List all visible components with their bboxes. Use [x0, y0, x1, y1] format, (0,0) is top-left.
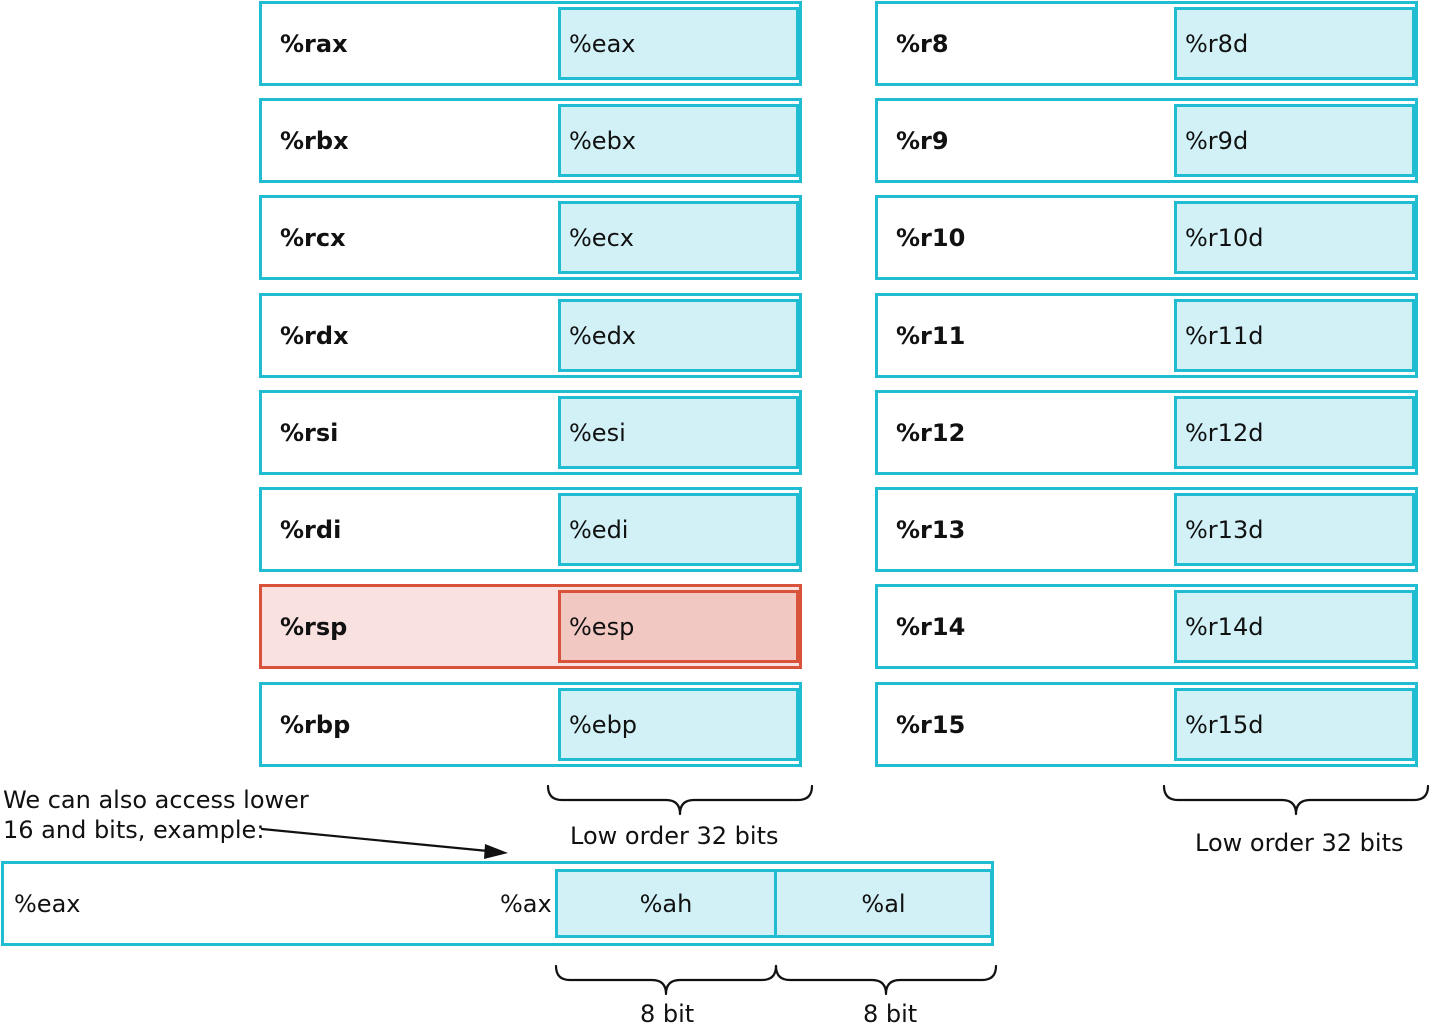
- register-name: %r14: [896, 612, 966, 641]
- register-rdx: %rdx %edx: [259, 293, 802, 378]
- register-r8: %r8 %r8d: [875, 1, 1418, 86]
- register-name: %rbx: [280, 126, 349, 155]
- low-32-bit-box: %ebx: [558, 104, 799, 177]
- register-name: %rbp: [280, 710, 351, 739]
- low-32-bit-box: %esi: [558, 396, 799, 469]
- register-low-name: %ecx: [569, 223, 634, 252]
- register-name: %rax: [280, 29, 348, 58]
- register-r15: %r15 %r15d: [875, 682, 1418, 767]
- register-low-name: %eax: [569, 29, 636, 58]
- register-r12: %r12 %r12d: [875, 390, 1418, 475]
- register-low-name: %r9d: [1185, 126, 1249, 155]
- register-low-name: %ebx: [569, 126, 637, 155]
- left-low-bits-brace: [546, 784, 814, 816]
- register-r11: %r11 %r11d: [875, 293, 1418, 378]
- low-32-bit-box: %r11d: [1174, 299, 1415, 372]
- low-32-bit-box: %eax: [558, 7, 799, 80]
- arrow-line: [260, 827, 490, 853]
- register-rsp-highlighted: %rsp %esp: [259, 584, 802, 669]
- register-r14: %r14 %r14d: [875, 584, 1418, 669]
- register-name: %rsi: [280, 418, 339, 447]
- low-32-bit-box: %r14d: [1174, 590, 1415, 663]
- ah-label: %ah: [639, 889, 693, 918]
- register-rbx: %rbx %ebx: [259, 98, 802, 183]
- register-low-name: %r12d: [1185, 418, 1264, 447]
- register-low-name: %esp: [569, 612, 635, 641]
- register-name: %r11: [896, 321, 966, 350]
- access-note: We can also access lower 16 and bits, ex…: [3, 785, 309, 845]
- register-low-name: %esi: [569, 418, 626, 447]
- low-32-bit-box: %edx: [558, 299, 799, 372]
- ah-bits-brace: [554, 964, 778, 996]
- access-note-line: 16 and bits, example:: [3, 816, 265, 844]
- register-name: %r12: [896, 418, 966, 447]
- low-32-bit-box: %r8d: [1174, 7, 1415, 80]
- ah-bits-caption: 8 bit: [640, 1000, 695, 1028]
- register-rsi: %rsi %esi: [259, 390, 802, 475]
- low-32-bit-box: %ecx: [558, 201, 799, 274]
- low-32-bit-box: %edi: [558, 493, 799, 566]
- arrow-head-icon: [484, 844, 508, 859]
- register-name: %r15: [896, 710, 966, 739]
- register-rbp: %rbp %ebp: [259, 682, 802, 767]
- register-low-name: %r15d: [1185, 710, 1264, 739]
- register-rdi: %rdi %edi: [259, 487, 802, 572]
- eax-label: %eax: [14, 889, 81, 918]
- register-name: %rsp: [280, 612, 348, 641]
- register-rax: %rax %eax: [259, 1, 802, 86]
- low-32-bit-box: %ebp: [558, 688, 799, 761]
- register-low-name: %ebp: [569, 710, 638, 739]
- register-r9: %r9 %r9d: [875, 98, 1418, 183]
- register-name: %r9: [896, 126, 949, 155]
- low-32-bit-box: %r12d: [1174, 396, 1415, 469]
- register-low-name: %edx: [569, 321, 637, 350]
- low-32-bit-box: %r15d: [1174, 688, 1415, 761]
- low-32-bit-box: %r10d: [1174, 201, 1415, 274]
- ax-label: %ax: [500, 889, 552, 918]
- register-rcx: %rcx %ecx: [259, 195, 802, 280]
- al-bits-caption: 8 bit: [863, 1000, 918, 1028]
- register-low-name: %r10d: [1185, 223, 1264, 252]
- right-low-bits-brace: [1162, 784, 1430, 816]
- register-name: %r10: [896, 223, 966, 252]
- register-name: %rdx: [280, 321, 349, 350]
- left-low-bits-caption: Low order 32 bits: [570, 822, 779, 850]
- ah-box: %ah: [555, 869, 777, 938]
- register-low-name: %r8d: [1185, 29, 1249, 58]
- al-box: %al: [774, 869, 993, 938]
- access-note-line: We can also access lower: [3, 786, 309, 814]
- register-r10: %r10 %r10d: [875, 195, 1418, 280]
- register-r13: %r13 %r13d: [875, 487, 1418, 572]
- register-name: %r13: [896, 515, 966, 544]
- right-low-bits-caption: Low order 32 bits: [1195, 829, 1404, 857]
- register-name: %rcx: [280, 223, 346, 252]
- register-low-name: %edi: [569, 515, 629, 544]
- register-low-name: %r14d: [1185, 612, 1264, 641]
- register-name: %r8: [896, 29, 949, 58]
- register-low-name: %r11d: [1185, 321, 1264, 350]
- low-32-bit-box: %r13d: [1174, 493, 1415, 566]
- low-32-bit-box: %esp: [558, 590, 799, 663]
- register-name: %rdi: [280, 515, 342, 544]
- al-bits-brace: [774, 964, 998, 996]
- register-low-name: %r13d: [1185, 515, 1264, 544]
- low-32-bit-box: %r9d: [1174, 104, 1415, 177]
- al-label: %al: [861, 889, 906, 918]
